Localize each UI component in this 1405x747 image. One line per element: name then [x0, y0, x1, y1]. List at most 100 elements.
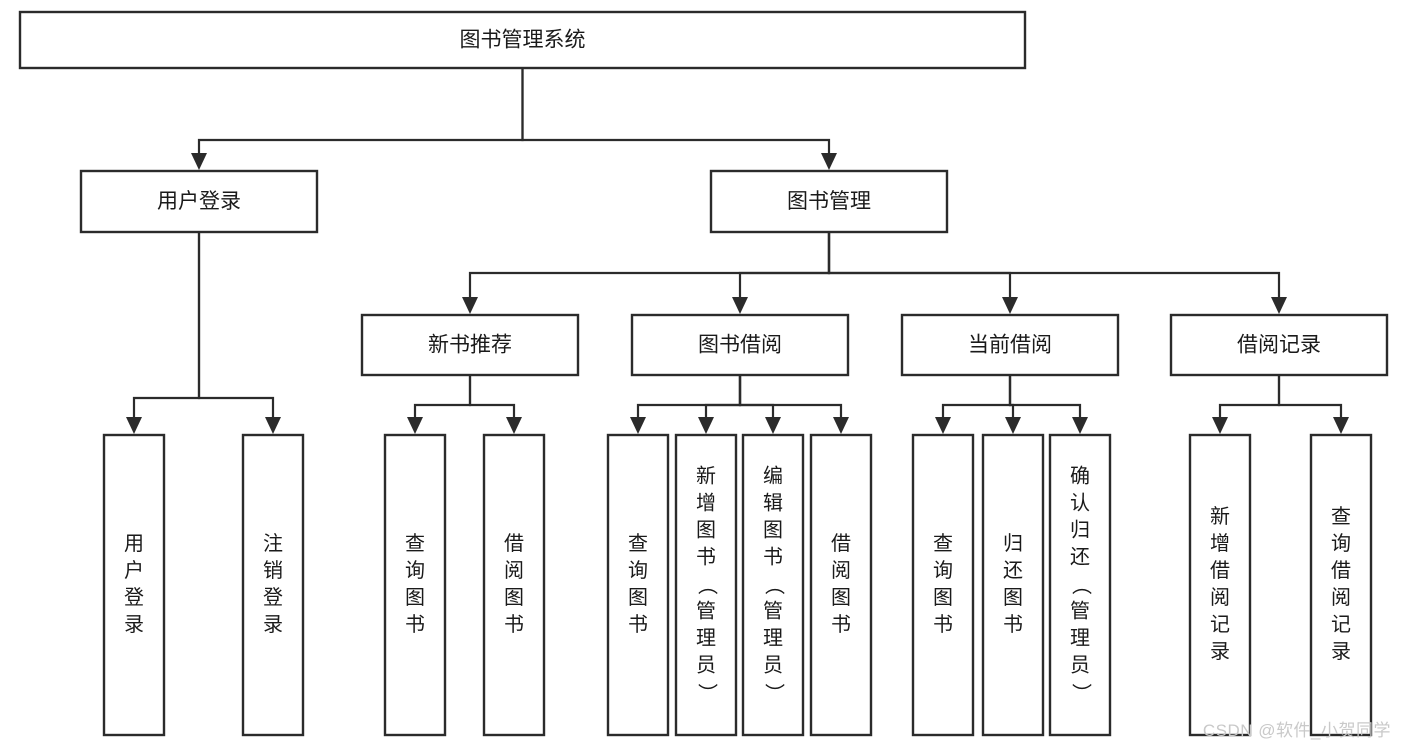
connector-root-to-book-manage	[521, 68, 837, 170]
connector-borrow-record-to-leaf-rec-add-record	[1212, 375, 1281, 434]
node-leaf-cur-query-book[interactable]: 查询图书查询图书	[911, 433, 975, 737]
node-leaf-cur-return-book[interactable]: 归还图书归还图书	[981, 433, 1045, 737]
node-label-char: 理	[1070, 627, 1090, 649]
node-label-char: 借	[831, 532, 851, 555]
node-label-char: 确	[1070, 464, 1090, 487]
node-leaf-rec-borrow-book[interactable]: 借阅图书借阅图书	[482, 433, 546, 737]
node-box-user-login[interactable]	[79, 169, 319, 234]
node-borrow-record[interactable]: 借阅记录	[1169, 313, 1389, 377]
connector-layer	[126, 68, 1349, 434]
arrow-head-icon	[1212, 417, 1228, 434]
node-leaf-rec-query-record[interactable]: 查询借阅记录查询借阅记录	[1309, 433, 1373, 737]
node-leaf-rec-query-book[interactable]: 查询图书查询图书	[383, 433, 447, 737]
node-label-char: 查	[628, 532, 648, 555]
node-new-book-recommend[interactable]: 新书推荐	[360, 313, 580, 377]
node-label-char: 理	[696, 627, 716, 649]
connector-borrow-record-to-leaf-rec-query-record	[1277, 375, 1349, 434]
node-leaf-bor-borrow-book[interactable]: 借阅图书借阅图书	[809, 433, 873, 737]
node-box-leaf-cur-query-book[interactable]	[911, 433, 975, 737]
node-label-char: 录	[1210, 641, 1230, 663]
node-label-char: 书	[504, 613, 524, 636]
arrow-head-icon	[765, 417, 781, 434]
node-label-char: 注	[263, 532, 283, 555]
node-box-leaf-bor-query-book[interactable]	[606, 433, 670, 737]
arrow-head-icon	[630, 417, 646, 434]
node-box-current-borrow[interactable]	[900, 313, 1120, 377]
node-box-leaf-bor-add-book[interactable]	[674, 433, 738, 737]
arrow-head-icon	[191, 153, 207, 170]
node-label-char: 增	[1210, 532, 1230, 555]
node-label-char: 阅	[1331, 586, 1351, 609]
node-box-new-book-recommend[interactable]	[360, 313, 580, 377]
node-label-char: 员	[696, 654, 716, 676]
node-label-char: 归	[1003, 532, 1023, 555]
node-label-char: ）	[1070, 683, 1093, 703]
node-label-char: 管	[696, 599, 716, 622]
node-label-char: 查	[933, 532, 953, 555]
node-user-login[interactable]: 用户登录	[79, 169, 319, 234]
node-leaf-user-logout[interactable]: 注销登录注销登录	[241, 433, 305, 737]
node-label-char: 认	[1070, 491, 1090, 514]
node-label-char: ）	[696, 683, 719, 703]
node-label-char: 询	[1331, 532, 1351, 555]
node-label-char: 录	[263, 614, 283, 636]
node-label-char: 录	[1331, 641, 1351, 663]
node-label-char: 查	[1331, 505, 1351, 528]
node-box-leaf-cur-return-book[interactable]	[981, 433, 1045, 737]
node-box-leaf-rec-add-record[interactable]	[1188, 433, 1252, 737]
node-box-book-manage[interactable]	[709, 169, 949, 234]
node-label-char: 还	[1070, 545, 1090, 568]
node-label-char: 员	[763, 654, 783, 676]
node-label-char: 图	[696, 519, 716, 541]
node-label-char: 新	[1210, 505, 1230, 528]
node-current-borrow[interactable]: 当前借阅	[900, 313, 1120, 377]
node-label-char: 借	[1210, 559, 1230, 582]
node-label-char: 户	[124, 559, 144, 582]
node-box-leaf-cur-confirm-return[interactable]	[1048, 433, 1112, 737]
connector-user-login-to-leaf-user-login	[126, 232, 201, 434]
connector-current-borrow-to-leaf-cur-query-book	[935, 375, 1012, 434]
node-label-char: 书	[696, 545, 716, 568]
node-label-book-manage: 图书管理	[787, 190, 871, 213]
node-box-leaf-user-logout[interactable]	[241, 433, 305, 737]
connector-new-book-recommend-to-leaf-rec-borrow-book	[468, 375, 522, 434]
connector-book-borrow-to-leaf-bor-borrow-book	[738, 375, 849, 434]
arrow-head-icon	[1005, 417, 1021, 434]
node-box-leaf-rec-borrow-book[interactable]	[482, 433, 546, 737]
node-label-char: 增	[696, 491, 716, 514]
node-box-leaf-rec-query-book[interactable]	[383, 433, 447, 737]
arrow-head-icon	[506, 417, 522, 434]
node-box-root[interactable]	[18, 10, 1027, 70]
arrow-head-icon	[935, 417, 951, 434]
node-label-char: 图	[628, 587, 648, 609]
node-label-char: 登	[263, 586, 283, 609]
node-label-char: 询	[405, 559, 425, 582]
node-leaf-rec-add-record[interactable]: 新增借阅记录新增借阅记录	[1188, 433, 1252, 737]
node-label-char: 询	[628, 559, 648, 582]
connector-root-to-user-login	[191, 68, 524, 170]
node-box-book-borrow[interactable]	[630, 313, 850, 377]
node-box-leaf-bor-edit-book[interactable]	[741, 433, 805, 737]
node-label-char: 图	[504, 587, 524, 609]
node-box-leaf-rec-query-record[interactable]	[1309, 433, 1373, 737]
arrow-head-icon	[833, 417, 849, 434]
node-book-manage[interactable]: 图书管理	[709, 169, 949, 234]
connector-current-borrow-to-leaf-cur-confirm-return	[1008, 375, 1088, 434]
node-book-borrow[interactable]: 图书借阅	[630, 313, 850, 377]
node-box-leaf-bor-borrow-book[interactable]	[809, 433, 873, 737]
arrow-head-icon	[462, 297, 478, 314]
connector-book-manage-to-book-borrow	[732, 232, 831, 314]
node-box-borrow-record[interactable]	[1169, 313, 1389, 377]
node-root[interactable]: 图书管理系统	[18, 10, 1027, 70]
node-label-char: 阅	[1210, 586, 1230, 609]
node-leaf-user-login[interactable]: 用户登录用户登录	[102, 433, 166, 737]
node-label-current-borrow: 当前借阅	[968, 334, 1052, 357]
arrow-head-icon	[1271, 297, 1287, 314]
node-label-char: 图	[1003, 587, 1023, 609]
node-leaf-bor-query-book[interactable]: 查询图书查询图书	[606, 433, 670, 737]
node-box-leaf-user-login[interactable]	[102, 433, 166, 737]
node-label-char: 管	[763, 599, 783, 622]
